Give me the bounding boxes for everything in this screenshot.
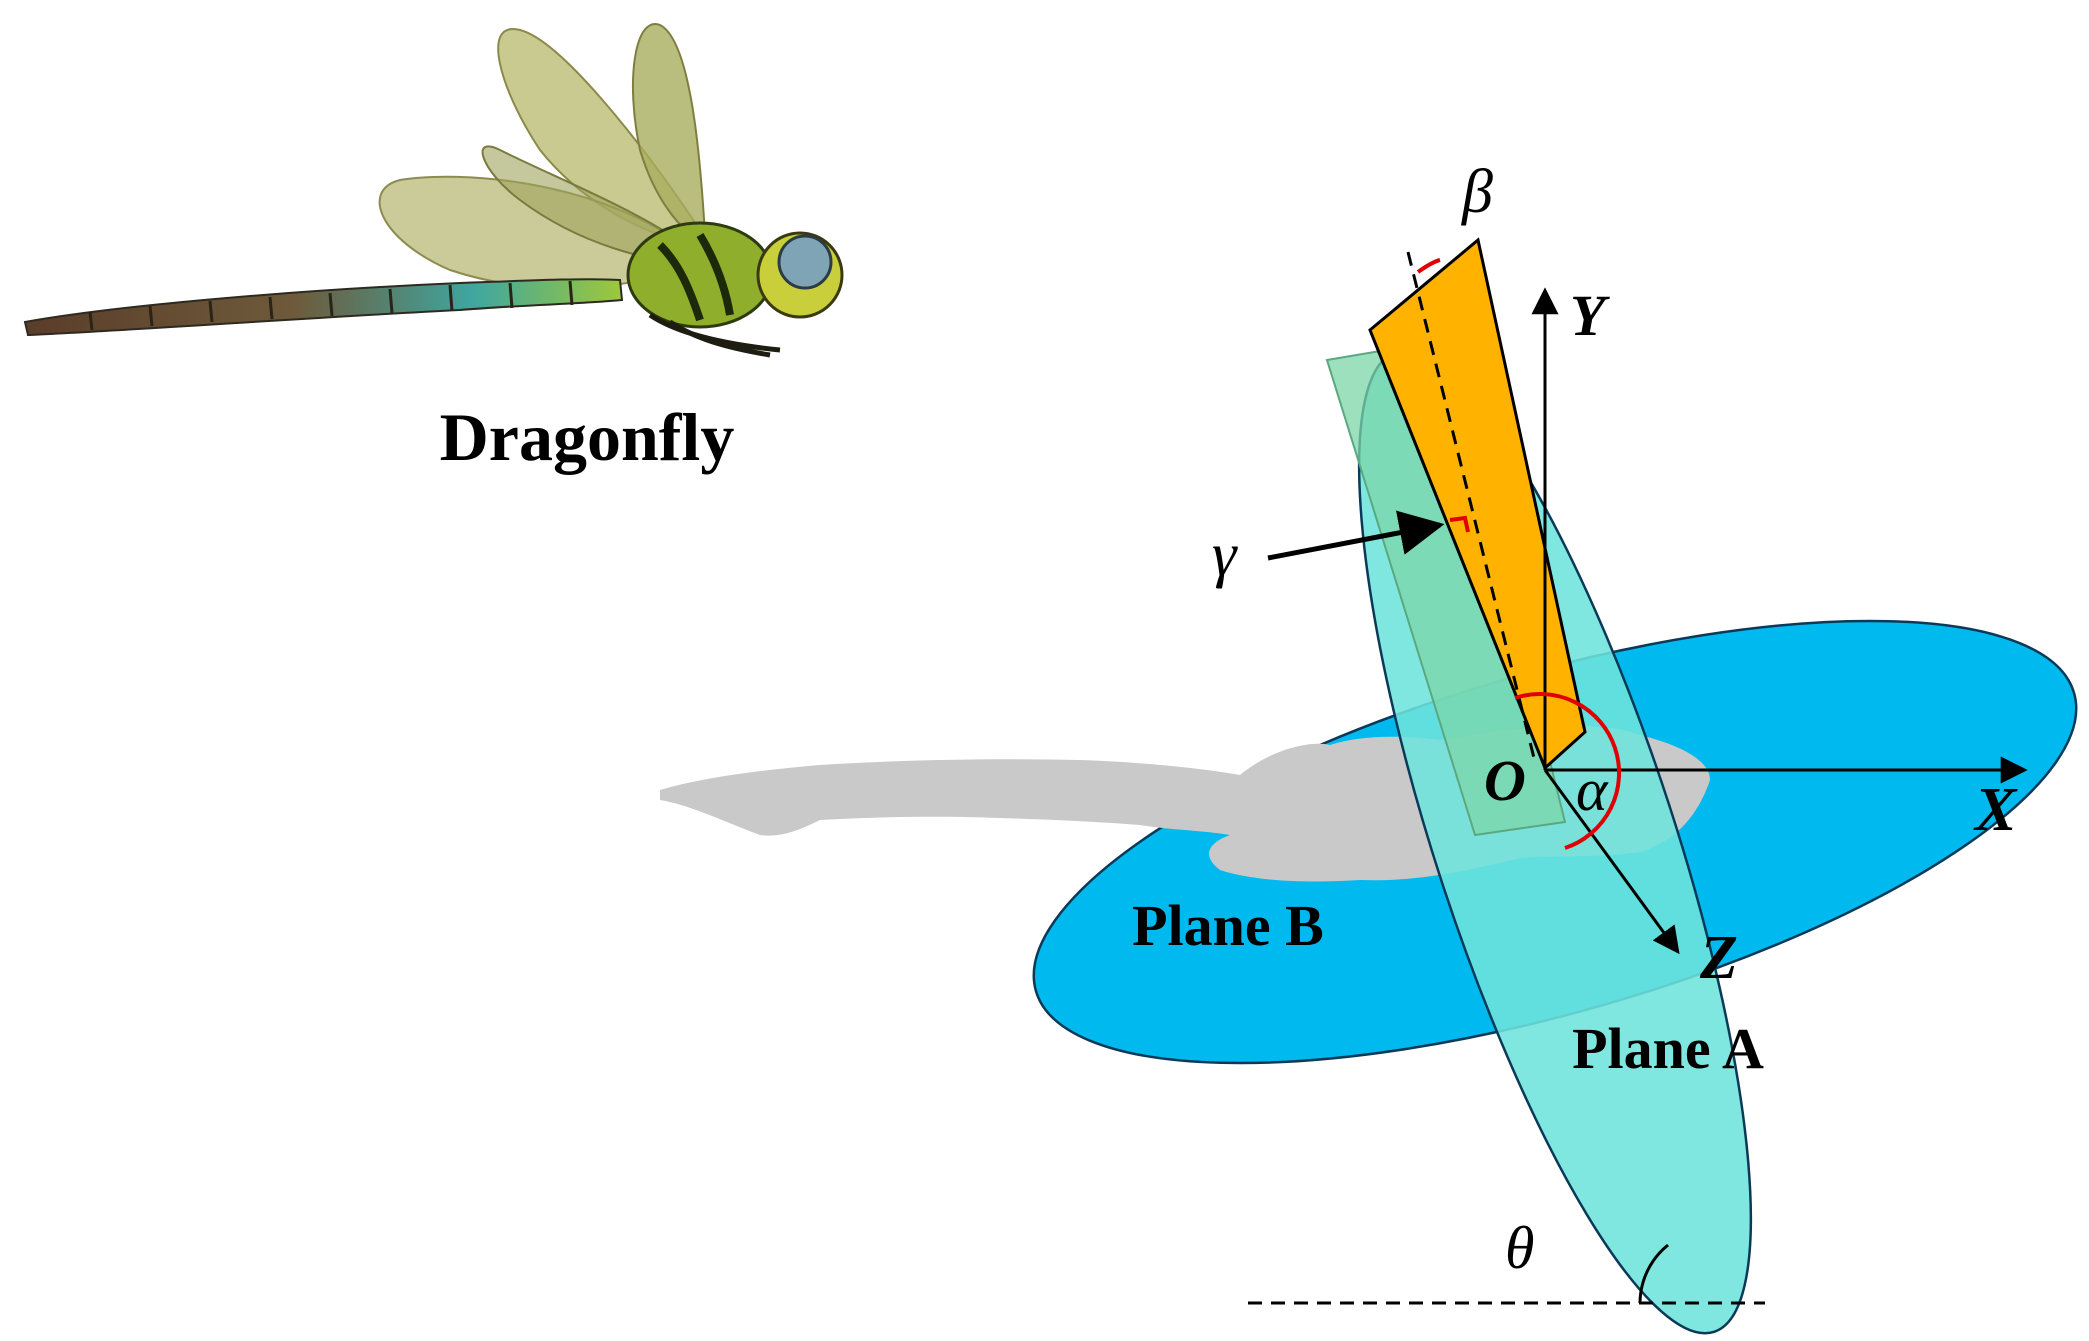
gamma-label: γ (1212, 521, 1238, 589)
dragonfly-abdomen-segments (88, 280, 574, 331)
dragonfly-title: Dragonfly (440, 399, 735, 475)
gamma-right-angle-mark (1449, 515, 1470, 533)
dragonfly-illustration (23, 23, 844, 358)
x-axis-label: X (1973, 776, 2018, 844)
y-axis-label: Y (1570, 283, 1610, 348)
plane-a-label: Plane A (1572, 1016, 1764, 1081)
z-axis (1543, 769, 1680, 955)
theta-label: θ (1505, 1215, 1534, 1281)
dragonfly-legs (648, 312, 781, 358)
wing (1368, 237, 1587, 771)
dragonfly-abdomen (23, 278, 624, 337)
dragonfly-thorax-stripes (657, 232, 734, 322)
origin-label: O (1484, 748, 1526, 813)
dragonfly-wing-front-lower (481, 145, 701, 267)
z-axis-label: Z (1699, 924, 1738, 992)
theta-arc (1638, 1243, 1669, 1304)
dragonfly-wing-front-upper (631, 23, 706, 247)
wing-reference-dashed-line (1406, 251, 1537, 763)
gamma-pointer-arrow (1267, 510, 1445, 561)
dragonfly-eye (777, 234, 833, 290)
alpha-label: α (1576, 757, 1609, 823)
beta-label: β (1461, 158, 1493, 226)
plane-b-label: Plane B (1132, 893, 1324, 958)
alpha-arc (1514, 692, 1621, 850)
beta-arc (1416, 258, 1441, 274)
